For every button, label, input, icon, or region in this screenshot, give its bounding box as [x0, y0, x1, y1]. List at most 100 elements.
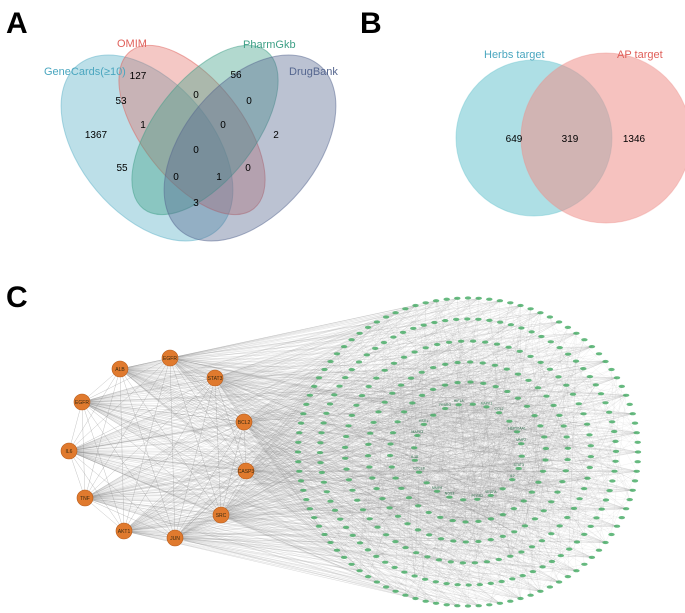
- target-node: [420, 323, 427, 327]
- target-target-edge: [397, 516, 535, 520]
- target-node: [381, 368, 388, 372]
- hub-target-edge: [243, 421, 618, 527]
- target-node: [608, 532, 615, 537]
- target-target-edge: [463, 499, 526, 527]
- target-node: [496, 299, 504, 303]
- target-target-edge: [478, 298, 522, 444]
- hub-target-edge: [214, 377, 566, 471]
- hub-target-edge: [214, 377, 374, 423]
- target-node: [356, 541, 364, 545]
- target-target-edge: [389, 455, 451, 562]
- target-target-edge: [436, 470, 566, 492]
- hub-target-edge: [68, 450, 610, 491]
- target-target-edge: [368, 444, 458, 606]
- hub-target-edge: [169, 333, 360, 359]
- target-node: [422, 346, 429, 350]
- target-target-edge: [370, 433, 503, 489]
- hub-target-edge: [214, 377, 501, 604]
- target-target-edge: [352, 443, 522, 536]
- target-target-edge: [498, 403, 579, 413]
- hub-target-edge: [220, 505, 419, 516]
- hub-target-edge: [169, 300, 500, 359]
- hub-target-edge: [214, 377, 479, 542]
- target-target-edge: [417, 368, 507, 436]
- hub-target-edge: [220, 471, 300, 516]
- target-target-edge: [483, 373, 519, 384]
- hub-target-edge: [169, 357, 627, 509]
- hub-target-edge: [84, 362, 458, 499]
- hub-target-edge: [123, 526, 320, 532]
- target-target-edge: [465, 498, 580, 523]
- hub-target-edge: [169, 357, 545, 438]
- target-target-edge: [373, 422, 523, 576]
- target-target-edge: [351, 312, 541, 565]
- target-node: [475, 539, 482, 544]
- target-target-edge: [408, 404, 459, 498]
- hub-target-edge: [123, 471, 637, 532]
- target-target-edge: [370, 391, 508, 434]
- target-node: [557, 554, 564, 558]
- target-node: [373, 554, 380, 559]
- target-node: [333, 548, 341, 552]
- target-node: [412, 596, 419, 601]
- target-target-edge: [452, 415, 560, 521]
- hub-target-edge: [214, 377, 345, 558]
- target-node: [437, 515, 444, 520]
- hub-target-edge: [245, 451, 299, 472]
- hub-target-edge: [220, 514, 331, 543]
- target-target-edge: [344, 305, 416, 347]
- target-target-edge: [478, 387, 539, 542]
- target-target-edge: [445, 364, 622, 387]
- target-node: [354, 498, 361, 502]
- hub-target-edge: [169, 298, 479, 359]
- hub-target-edge: [123, 530, 377, 583]
- hub-target-edge: [174, 351, 415, 539]
- target-target-edge: [383, 342, 539, 483]
- target-target-edge: [392, 432, 453, 521]
- hub-target-edge: [84, 432, 637, 499]
- hub-target-edge: [174, 305, 416, 539]
- target-target-edge: [565, 386, 622, 471]
- target-node: [602, 401, 609, 405]
- hub-target-edge: [220, 514, 463, 564]
- target-node: [422, 301, 429, 305]
- target-target-edge: [418, 488, 503, 506]
- hub-target-edge: [169, 357, 464, 564]
- target-node: [401, 570, 408, 574]
- target-target-edge: [542, 395, 627, 567]
- target-node: [306, 507, 314, 511]
- hub-target-edge: [68, 319, 479, 452]
- hub-target-edge: [81, 380, 529, 403]
- hub-target-edge: [81, 401, 416, 599]
- target-target-edge: [452, 478, 588, 521]
- hub-target-edge: [123, 498, 383, 532]
- hub-target-edge: [123, 363, 395, 532]
- hub-target-edge: [214, 377, 304, 414]
- hub-target-edge: [174, 537, 416, 599]
- target-node: [443, 582, 450, 586]
- hub-target-edge: [169, 357, 310, 396]
- target-target-edge: [314, 386, 500, 413]
- venn4-count-all: 0: [193, 145, 199, 156]
- target-node-label: HIF1A: [454, 399, 465, 403]
- hub-target-edge: [84, 305, 521, 499]
- target-target-edge: [336, 381, 471, 551]
- target-node: [294, 450, 302, 454]
- hub-target-edge: [220, 514, 320, 527]
- hub-target-edge: [214, 377, 349, 426]
- hub-target-edge: [243, 377, 618, 423]
- target-target-edge: [394, 514, 503, 568]
- target-target-edge: [479, 425, 541, 585]
- hub-target-edge: [220, 361, 606, 516]
- target-node-label: MMP9: [432, 486, 442, 490]
- hub-target-edge: [174, 298, 458, 539]
- target-target-edge: [545, 459, 552, 502]
- target-node: [397, 383, 405, 387]
- hub-target-edge: [245, 470, 327, 492]
- target-target-edge: [415, 538, 442, 599]
- target-target-edge: [345, 424, 588, 459]
- hub-target-edge: [84, 497, 521, 599]
- hub-target-edge: [174, 526, 618, 539]
- target-target-edge: [510, 467, 590, 557]
- hub-target-edge: [68, 369, 352, 452]
